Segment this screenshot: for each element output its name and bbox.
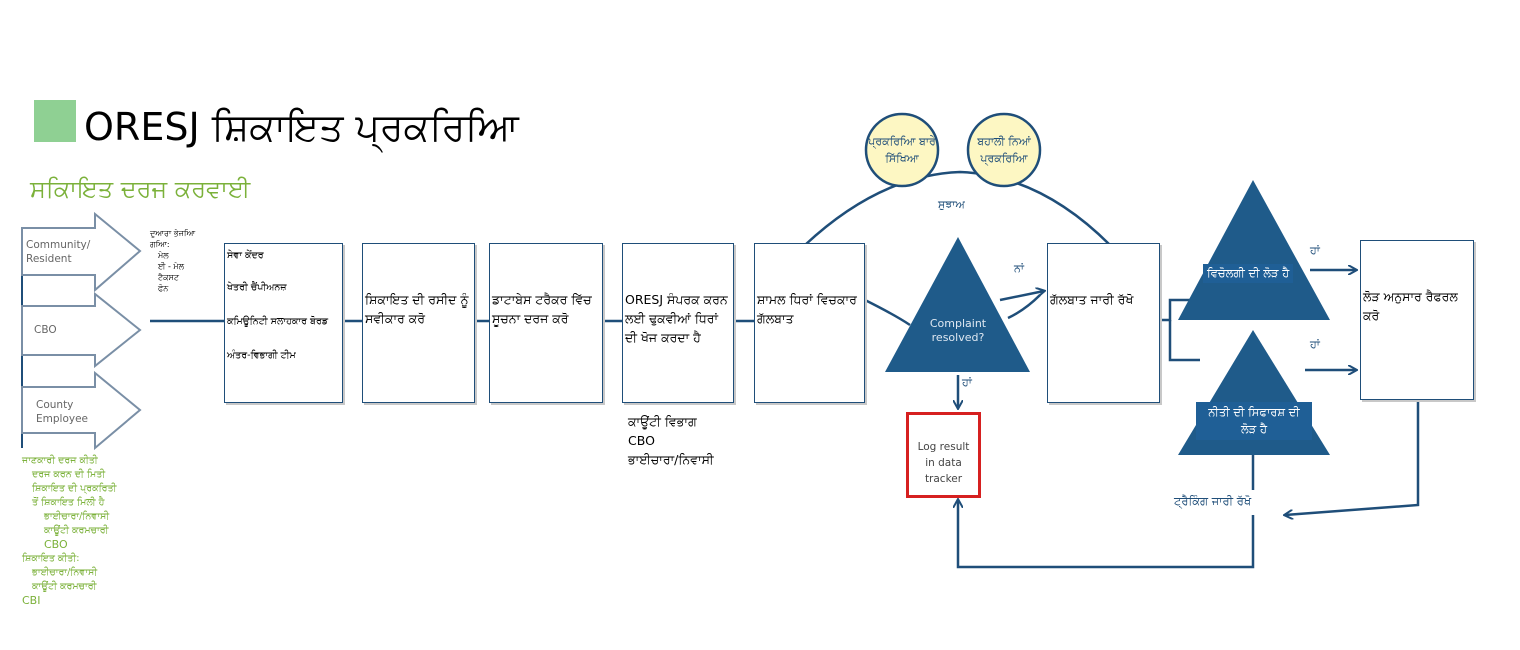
source-cbo: CBO (34, 324, 57, 336)
party-county: ਕਾਊਂਟੀ ਵਿਭਾਗ (628, 414, 697, 429)
education-circle (864, 112, 940, 188)
page-title: ORESJ ਸ਼ਿਕਾਇਤ ਪ੍ਰਕਰਿਆਿ (84, 105, 519, 149)
via-item: ਟੈਕਸਟ (158, 273, 180, 282)
decision-label: Complaint resolved? (929, 317, 987, 344)
mediation-triangle (1178, 180, 1330, 320)
info-item: ਸ਼ਿਕਾਇਤ ਦੀ ਪ੍ਰਕਰਿਤੀ (32, 483, 117, 494)
via-item: ਮੇਲ (158, 251, 169, 260)
info-recorded-list: ਜਾਣਕਾਰੀ ਦਰਜ ਕੀਤੀ ਦਰਜ ਕਰਨ ਦੀ ਮਿਤੀ ਸ਼ਿਕਾਇਤ… (22, 454, 117, 608)
step-label: ਗੱਲਬਾਤ ਜਾਰੀ ਰੱਖੋ (1050, 292, 1134, 307)
restorative-circle (966, 112, 1042, 188)
step-find-parties: ORESJ ਸੰਪਰਕ ਕਰਨ ਲਈ ਢੁਕਵੀਆਂ ਧਿਰਾਂ ਦੀ ਖੋਜ … (622, 243, 734, 403)
restorative-label: ਬਹਾਲੀ ਨਿਆਂ ਪ੍ਰਕਰਿਆਿ (977, 135, 1031, 165)
source-community: Community/ Resident (26, 239, 91, 265)
submitted-via-heading: ਦੁਆਰਾ ਭੇਜਆਿ ਗਆਿ: (150, 229, 196, 249)
info-item: CBO (44, 538, 68, 551)
party-cbo: CBO (628, 433, 655, 448)
logo-icon (34, 100, 76, 142)
via-item: ਫੋਨ (158, 284, 169, 293)
info-item: ਕਾਊਂਟੀ ਕਰਮਚਾਰੀ (44, 525, 109, 536)
intake-item: ਅੰਤਰ-ਵਿਭਾਗੀ ਟੀਮ (227, 350, 296, 361)
intake-item: ਕਮਿਊਨਿਟੀ ਸਲਾਹਕਾਰ ਬੋਰਡ (227, 316, 329, 327)
via-item: ਈ - ਮੇਲ (158, 262, 185, 271)
info-item: ਦਰਜ ਕਰਨ ਦੀ ਮਿਤੀ (32, 469, 106, 480)
suggestion-label: ਸੁਝਾਅ (938, 198, 965, 211)
step-database: ਡਾਟਾਬੇਸ ਟਰੈਕਰ ਵਿੱਚ ਸੂਚਨਾ ਦਰਜ ਕਰੋ (489, 243, 603, 403)
step-acknowledge: ਸ਼ਿਕਾਇਤ ਦੀ ਰਸੀਦ ਨੂੰ ਸਵੀਕਾਰ ਕਰੋ (362, 243, 475, 403)
yes-label-decision: ਹਾਂ (962, 376, 972, 389)
mediation-label: ਵਿਚੋਲਗੀ ਦੀ ਲੋੜ ਹੈ (1203, 264, 1294, 283)
parties-list: ਕਾਊਂਟੀ ਵਿਭਾਗ CBO ਭਾਈਚਾਰਾ/ਨਿਵਾਸੀ (628, 412, 714, 469)
step-label: ਸ਼ਿਕਾਇਤ ਦੀ ਰਸੀਦ ਨੂੰ ਸਵੀਕਾਰ ਕਰੋ (365, 292, 469, 326)
intake-box: ਸੇਵਾ ਕੇਂਦਰ ਖੇਤਰੀ ਚੈਂਪੀਅਨਜ਼ ਕਮਿਊਨਿਟੀ ਸਲਾਹ… (224, 243, 343, 403)
log-result-box: Log result in data tracker (906, 412, 981, 498)
info-item: ਸ਼ਿਕਾਇਤ ਕੀਤੀ: (22, 553, 80, 564)
party-community: ਭਾਈਚਾਰਾ/ਨਿਵਾਸੀ (628, 452, 714, 467)
info-item: ਤੋਂ ਸ਼ਿਕਾਇਤ ਮਿਲੀ ਹੈ (32, 497, 105, 508)
info-item: CBI (22, 594, 41, 607)
step-label: ORESJ ਸੰਪਰਕ ਕਰਨ ਲਈ ਢੁਕਵੀਆਂ ਧਿਰਾਂ ਦੀ ਖੋਜ … (625, 292, 728, 345)
log-result-label: Log result in data tracker (917, 441, 970, 485)
intake-item: ਸੇਵਾ ਕੇਂਦਰ (227, 250, 264, 261)
tracking-label: ਟ੍ਰੈਕਿੰਗ ਜਾਰੀ ਰੱਖੋ (1174, 494, 1252, 508)
info-item: ਭਾਈਚਾਰਾ/ਨਿਵਾਸੀ (32, 567, 98, 578)
step-label: ਸ਼ਾਮਲ ਧਿਰਾਂ ਵਿਚਕਾਰ ਗੱਲਬਾਤ (757, 292, 857, 326)
intake-item: ਖੇਤਰੀ ਚੈਂਪੀਅਨਜ਼ (227, 282, 287, 293)
step-label: ਡਾਟਾਬੇਸ ਟਰੈਕਰ ਵਿੱਚ ਸੂਚਨਾ ਦਰਜ ਕਰੋ (492, 292, 592, 326)
no-label: ਨਾਂ (1014, 262, 1024, 275)
info-item: ਕਾਊਂਟੀ ਕਰਮਚਾਰੀ (32, 581, 97, 592)
decision-triangle (885, 237, 1030, 372)
info-item: ਭਾਈਚਾਰਾ/ਨਿਵਾਸੀ (44, 511, 110, 522)
page-subtitle: ਸਕਿਾਇਤ ਦਰਜ ਕਰਵਾਈ (30, 175, 251, 203)
yes-label-mediation: ਹਾਂ (1310, 244, 1320, 257)
source-county: County Employee (36, 399, 89, 425)
step-referral: ਲੋੜ ਅਨੁਸਾਰ ਰੈਫਰਲ ਕਰੋ (1360, 240, 1474, 400)
education-label: ਪ੍ਰਕਰਿਆਿ ਬਾਰੇ ਸਿੱਖਿਆ (868, 135, 936, 165)
step-continue-talks: ਗੱਲਬਾਤ ਜਾਰੀ ਰੱਖੋ (1047, 243, 1160, 403)
policy-label: ਨੀਤੀ ਦੀ ਸਿਫਾਰਸ਼ ਦੀ ਲੋੜ ਹੈ (1196, 402, 1312, 440)
yes-label-policy: ਹਾਂ (1310, 338, 1320, 351)
info-item: ਜਾਣਕਾਰੀ ਦਰਜ ਕੀਤੀ (22, 455, 98, 466)
step-discussion: ਸ਼ਾਮਲ ਧਿਰਾਂ ਵਿਚਕਾਰ ਗੱਲਬਾਤ (754, 243, 865, 403)
step-label: ਲੋੜ ਅਨੁਸਾਰ ਰੈਫਰਲ ਕਰੋ (1363, 289, 1458, 323)
submitted-via: ਦੁਆਰਾ ਭੇਜਆਿ ਗਆਿ: ਮੇਲ ਈ - ਮੇਲ ਟੈਕਸਟ ਫੋਨ (150, 228, 214, 294)
